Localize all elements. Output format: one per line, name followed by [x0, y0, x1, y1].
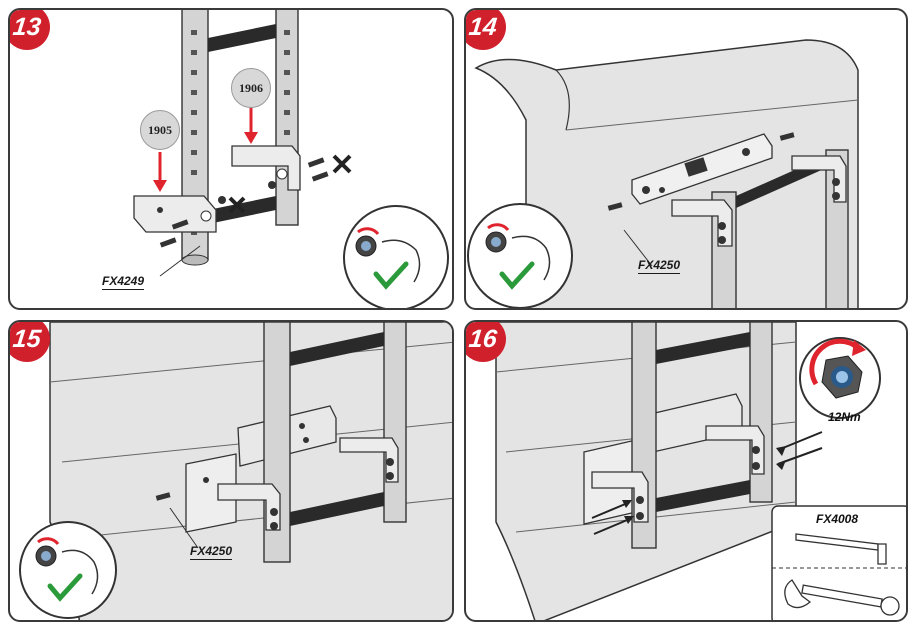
- step-14-illustration: [467, 39, 859, 308]
- part-number-1906: 1906: [231, 68, 271, 108]
- step-16-illustration: [495, 322, 906, 620]
- part-code-label: FX4250: [638, 258, 681, 274]
- step-14-panel: 14 FX4250: [464, 8, 908, 310]
- step-16-panel: 16 12Nm FX4008: [464, 320, 908, 622]
- tool-code-label: FX4008: [816, 512, 859, 526]
- part-code-label: FX4249: [102, 274, 145, 290]
- part-code-label: FX4250: [190, 544, 233, 560]
- part-number-1905: 1905: [140, 110, 180, 150]
- step-15-illustration: [19, 322, 452, 620]
- torque-value-label: 12Nm: [828, 410, 861, 424]
- step-15-panel: 15 FX4250: [8, 320, 454, 622]
- step-13-panel: 13 1905 1906 FX4249: [8, 8, 454, 310]
- step-13-illustration: [133, 10, 449, 308]
